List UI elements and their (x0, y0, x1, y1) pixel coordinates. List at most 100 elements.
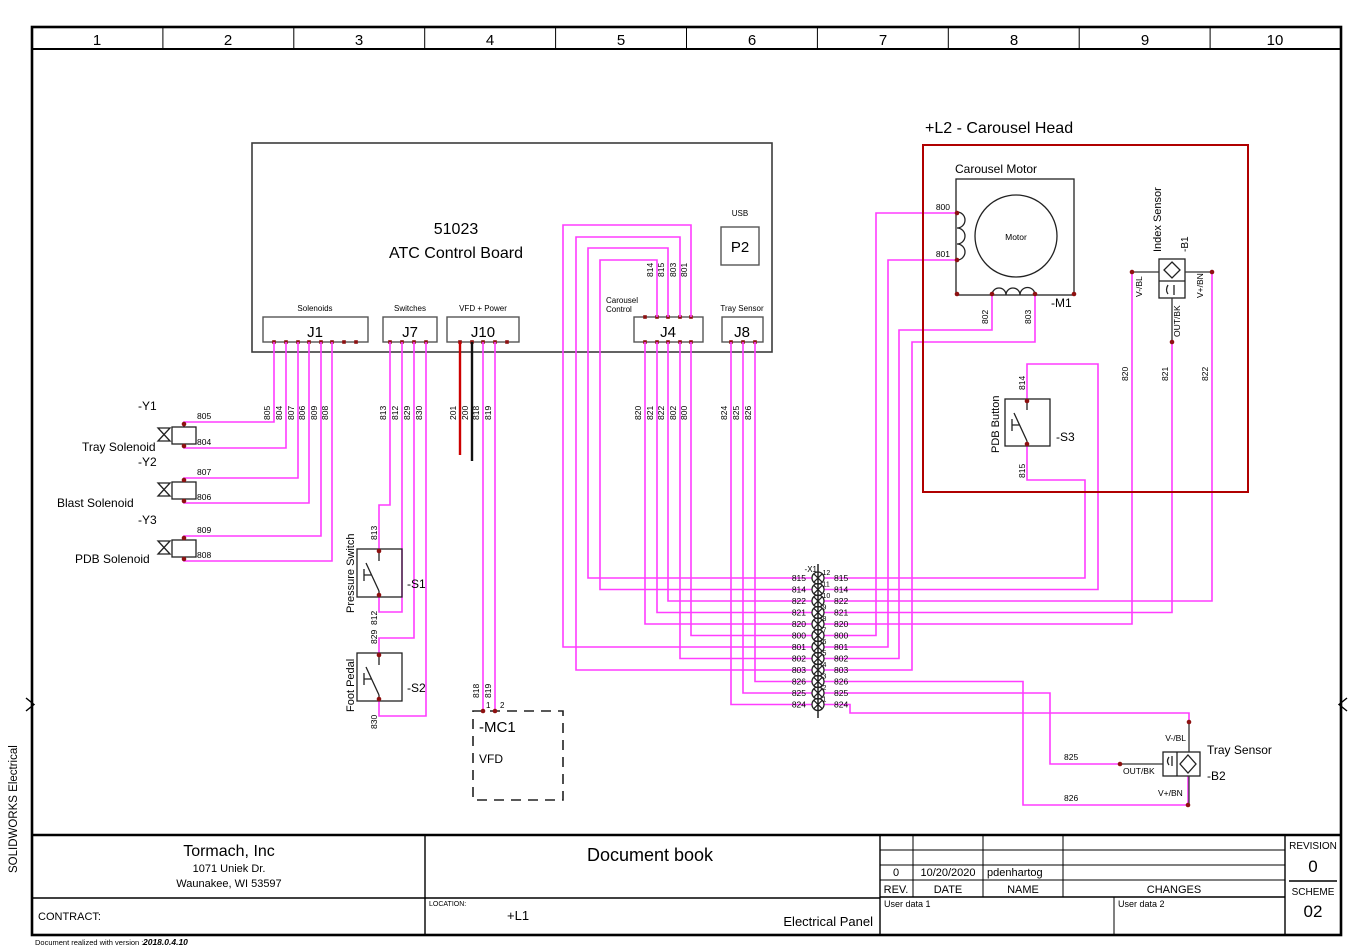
y3-wire-bottom: 808 (197, 550, 211, 560)
carousel-motor-m1: Carousel Motor Motor -M1 800 801 802 803 (936, 162, 1077, 324)
label-822: 822 (656, 406, 666, 420)
foot-pedal-s2: Foot Pedal -S2 829 830 (345, 630, 426, 729)
ruler-6: 6 (748, 32, 756, 49)
mc1-pin2: 2 (500, 701, 505, 710)
y1-wire-bottom: 804 (197, 437, 211, 447)
s1-ref: -S1 (407, 577, 426, 591)
wire-826-left (754, 342, 812, 683)
rev-header-changes: CHANGES (1147, 884, 1201, 896)
mc1-ref: -MC1 (479, 719, 516, 736)
wire-825-right (824, 692, 1120, 765)
x1-l8: 820 (792, 619, 806, 629)
ruler-1: 1 (93, 32, 101, 49)
j4-label-2: Control (606, 305, 632, 314)
x1-r4: 803 (834, 665, 848, 675)
x1-n10: 10 (823, 593, 831, 600)
location-label: LOCATION: (429, 901, 466, 908)
wire-803-right (824, 295, 1036, 671)
x1-n9: 9 (823, 605, 827, 612)
connector-j8 (721, 316, 764, 343)
j7-ref: J7 (402, 324, 418, 341)
l2-title: +L2 - Carousel Head (925, 120, 1073, 137)
b1-ref: -B1 (1180, 236, 1191, 252)
label-814-top: 814 (645, 263, 655, 277)
m1-bottom-winding-icon (991, 286, 1036, 296)
s2-ref: -S2 (407, 681, 426, 695)
b1-name: Index Sensor (1152, 187, 1164, 252)
right-center-mark-icon (1337, 697, 1348, 712)
ruler-numbers: 1 2 3 4 5 6 7 8 9 10 (93, 32, 1284, 49)
wire-820-right (824, 272, 1133, 625)
tray-sensor-b2: Tray Sensor -B2 V-/BL OUT/BK V+/BN 825 8… (1064, 719, 1272, 808)
label-808: 808 (320, 406, 330, 420)
j7-label: Switches (394, 304, 426, 313)
x1-l1: 824 (792, 700, 806, 710)
label-829: 829 (402, 406, 412, 420)
m1-outline (955, 178, 1075, 296)
j8-label: Tray Sensor (720, 304, 764, 313)
j10-label: VFD + Power (459, 304, 507, 313)
x1-l2: 825 (792, 688, 806, 698)
b2-wire-826: 826 (1064, 793, 1078, 803)
wire-813 (378, 342, 391, 549)
x1-r7: 800 (834, 631, 848, 641)
wire-800-left (690, 342, 812, 637)
j10-ref: J10 (471, 324, 495, 341)
board-title: ATC Control Board (389, 245, 523, 262)
y3-coil-icon (171, 539, 197, 558)
wire-814-left (599, 259, 812, 591)
b1-pin-out: OUT/BK (1172, 305, 1182, 337)
label-813: 813 (378, 406, 388, 420)
y2-wire-bottom: 806 (197, 492, 211, 502)
s2-wire-top: 829 (369, 630, 379, 644)
x1-n5: 5 (823, 651, 827, 658)
rev-header-name: NAME (1007, 884, 1039, 896)
b2-pin-bottom: V+/BN (1158, 788, 1183, 798)
vfd-mc1: -MC1 VFD 1 2 818 819 (471, 684, 564, 801)
b2-diamond-icon (1179, 754, 1197, 774)
y1-name: Tray Solenoid (82, 440, 156, 454)
ruler-4: 4 (486, 32, 494, 49)
scheme-value: 02 (1304, 902, 1323, 921)
company-address2: Waunakee, WI 53597 (176, 878, 281, 890)
wire-824-right (824, 703, 1190, 722)
j4-ref: J4 (660, 324, 676, 341)
label-809: 809 (309, 406, 319, 420)
j4-label-1: Carousel (606, 296, 638, 305)
x1-r11: 814 (834, 585, 848, 595)
x1-r2: 825 (834, 688, 848, 698)
ruler-8: 8 (1010, 32, 1018, 49)
wire-830 (378, 342, 427, 717)
j8-ref: J8 (734, 324, 750, 341)
wire-803-left (575, 236, 812, 671)
wire-822-right (824, 272, 1213, 602)
b1-wire-820: 820 (1120, 367, 1130, 381)
b1-wire-822: 822 (1200, 367, 1210, 381)
s3-wire-top: 814 (1017, 376, 1027, 390)
label-812: 812 (390, 406, 400, 420)
m1-label: Motor (1005, 232, 1027, 242)
mc1-name: VFD (479, 752, 503, 766)
wire-821-left (656, 342, 812, 614)
b1-pin-left: V-/BL (1134, 276, 1144, 297)
title-block: Tormach, Inc 1071 Uniek Dr. Waunakee, WI… (32, 833, 1341, 935)
b1-diamond-icon (1163, 261, 1181, 279)
x1-n3: 3 (823, 674, 827, 681)
label-818: 818 (471, 406, 481, 420)
ruler-5: 5 (617, 32, 625, 49)
rev-name: pdenhartog (987, 867, 1043, 879)
mc1-wire-818: 818 (471, 684, 481, 698)
board-part-number: 51023 (434, 221, 479, 238)
label-803-top: 803 (668, 263, 678, 277)
s1-wire-top: 813 (369, 526, 379, 540)
label-802: 802 (668, 406, 678, 420)
x1-n1: 1 (823, 697, 827, 704)
atc-control-board: 51023 ATC Control Board USB P2 Solenoids… (251, 142, 773, 353)
y3-ref: -Y3 (138, 513, 157, 527)
m1-wire-802: 802 (980, 310, 990, 324)
s1-name: Pressure Switch (345, 534, 357, 613)
wire-814-right (824, 363, 1099, 591)
solenoid-y1: -Y1 Tray Solenoid 805 804 (82, 399, 211, 454)
contract-label: CONTRACT: (38, 911, 101, 923)
location-value: +L1 (507, 908, 529, 923)
